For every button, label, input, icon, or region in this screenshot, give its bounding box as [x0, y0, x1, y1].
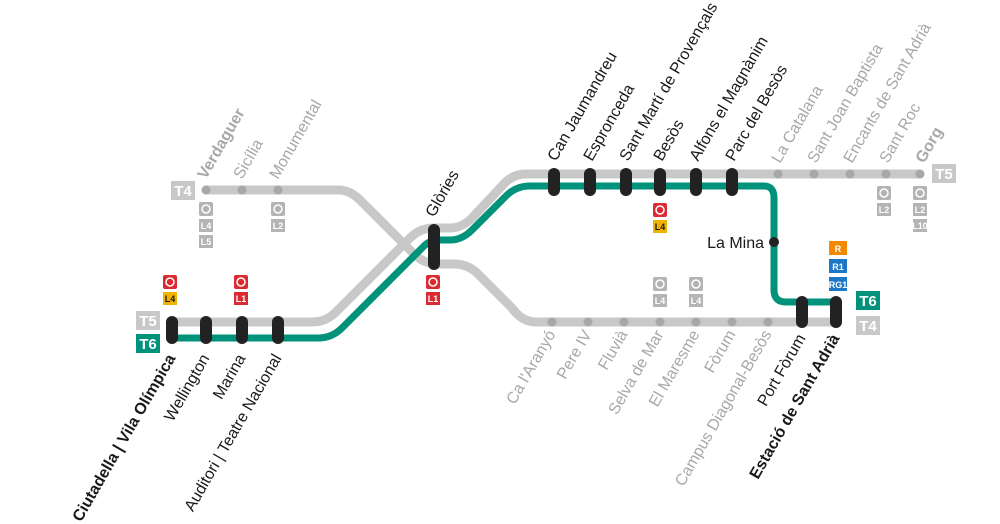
station-bar-espronceda[interactable] — [584, 168, 596, 196]
badge-t5-left[interactable]: T5 — [136, 311, 160, 330]
svg-text:T4: T4 — [174, 183, 192, 200]
stop-dot-monumental[interactable] — [273, 185, 283, 195]
svg-text:T6: T6 — [859, 293, 877, 310]
station-bars — [166, 168, 842, 344]
inactive-stops — [201, 169, 925, 327]
stop-dot-ca-aranyo[interactable] — [547, 317, 557, 327]
label-marina[interactable]: Marina — [210, 351, 249, 402]
connection-selva: L4 — [653, 277, 667, 307]
station-bar-glories[interactable] — [428, 224, 440, 270]
svg-text:L4: L4 — [655, 222, 666, 232]
svg-text:L5: L5 — [201, 237, 212, 247]
connection-besos: L4 — [653, 203, 667, 233]
svg-text:L4: L4 — [165, 294, 176, 304]
station-bar-alfons[interactable] — [690, 168, 702, 196]
badge-t4-right[interactable]: T4 — [856, 316, 880, 335]
metro-icon — [653, 203, 667, 217]
stop-dot-sant-joan[interactable] — [809, 169, 819, 179]
label-pere-iv[interactable]: Pere IV — [554, 327, 596, 382]
t5-route-line — [167, 169, 925, 327]
connection-glories: L1 — [426, 275, 440, 305]
station-bar-sant-adria[interactable] — [830, 296, 842, 328]
stop-dot-la-catalana[interactable] — [773, 169, 783, 179]
badge-t6-right[interactable]: T6 — [856, 291, 880, 310]
label-la-mina[interactable]: La Mina — [707, 235, 764, 252]
connection-gorg: L2 L10 — [912, 186, 928, 232]
svg-text:L1: L1 — [236, 294, 247, 304]
stop-dot-pere-iv[interactable] — [583, 317, 593, 327]
metro-icon — [653, 277, 667, 291]
svg-text:T4: T4 — [859, 318, 877, 335]
stop-dot-selva[interactable] — [655, 317, 665, 327]
label-besos[interactable]: Besòs — [651, 117, 688, 164]
stop-dot-campus[interactable] — [763, 317, 773, 327]
station-bar-marina[interactable] — [236, 316, 248, 344]
t4-route-line — [201, 185, 841, 327]
svg-text:L10: L10 — [912, 221, 928, 231]
label-fluvia[interactable]: Fluvià — [595, 327, 631, 373]
connection-marina: L1 — [234, 275, 248, 305]
metro-icon — [199, 202, 213, 216]
station-bar-parc-besos[interactable] — [726, 168, 738, 196]
metro-icon — [426, 275, 440, 289]
svg-text:L1: L1 — [428, 294, 439, 304]
station-bar-wellington[interactable] — [200, 316, 212, 344]
label-gorg[interactable]: Gorg — [913, 124, 947, 166]
svg-text:L4: L4 — [691, 296, 702, 306]
svg-text:R1: R1 — [832, 262, 844, 272]
label-sicilia[interactable]: Sicília — [231, 136, 267, 182]
stop-dot-fluvia[interactable] — [619, 317, 629, 327]
connection-sant-roc: L2 — [877, 186, 891, 216]
station-bar-auditori[interactable] — [272, 316, 284, 344]
station-bar-can-jaumandreu[interactable] — [548, 168, 560, 196]
svg-text:T6: T6 — [139, 336, 157, 353]
stop-dot-gorg[interactable] — [915, 169, 925, 179]
stop-dot-encants[interactable] — [845, 169, 855, 179]
metro-icon — [689, 277, 703, 291]
svg-text:R: R — [835, 244, 842, 254]
svg-text:L2: L2 — [915, 205, 926, 215]
label-ca-aranyo[interactable]: Ca l'Aranyó — [504, 327, 560, 407]
svg-text:RG1: RG1 — [829, 280, 848, 290]
connection-ciutadella: L4 — [163, 275, 177, 305]
badge-t6-left[interactable]: T6 — [136, 334, 160, 353]
label-ciutadella[interactable]: Ciutadella | Vila Olímpica — [70, 351, 180, 524]
svg-text:L2: L2 — [879, 205, 890, 215]
metro-icon — [234, 275, 248, 289]
svg-text:T5: T5 — [935, 166, 953, 183]
stop-dot-la-mina[interactable] — [769, 237, 779, 247]
label-glories[interactable]: Glòries — [423, 168, 463, 220]
stop-dot-sant-roc[interactable] — [881, 169, 891, 179]
connection-maresme: L4 — [689, 277, 703, 307]
metro-icon — [163, 275, 177, 289]
t6-route-line — [168, 182, 840, 342]
svg-text:L4: L4 — [655, 296, 666, 306]
connection-sant-adria: R R1 RG1 — [829, 241, 848, 291]
label-monumental[interactable]: Monumental — [267, 97, 326, 182]
stop-dot-maresme[interactable] — [691, 317, 701, 327]
station-bar-besos[interactable] — [654, 168, 666, 196]
metro-icon — [877, 186, 891, 200]
svg-text:L4: L4 — [201, 221, 212, 231]
stop-dot-sicilia[interactable] — [237, 185, 247, 195]
svg-text:T5: T5 — [139, 313, 157, 330]
stop-dot-verdaguer[interactable] — [201, 185, 211, 195]
station-bar-ciutadella[interactable] — [166, 316, 178, 344]
station-bar-port-forum[interactable] — [796, 296, 808, 328]
station-bar-sant-marti[interactable] — [620, 168, 632, 196]
connection-monumental: L2 — [271, 202, 285, 232]
badge-t4-top-left[interactable]: T4 — [171, 181, 195, 200]
connection-verdaguer: L4 L5 — [199, 202, 213, 248]
stop-dot-forum[interactable] — [727, 317, 737, 327]
badge-t5-right[interactable]: T5 — [932, 164, 956, 183]
svg-text:L2: L2 — [273, 221, 284, 231]
metro-icon — [271, 202, 285, 216]
metro-icon — [913, 186, 927, 200]
label-forum[interactable]: Fòrum — [702, 328, 740, 377]
